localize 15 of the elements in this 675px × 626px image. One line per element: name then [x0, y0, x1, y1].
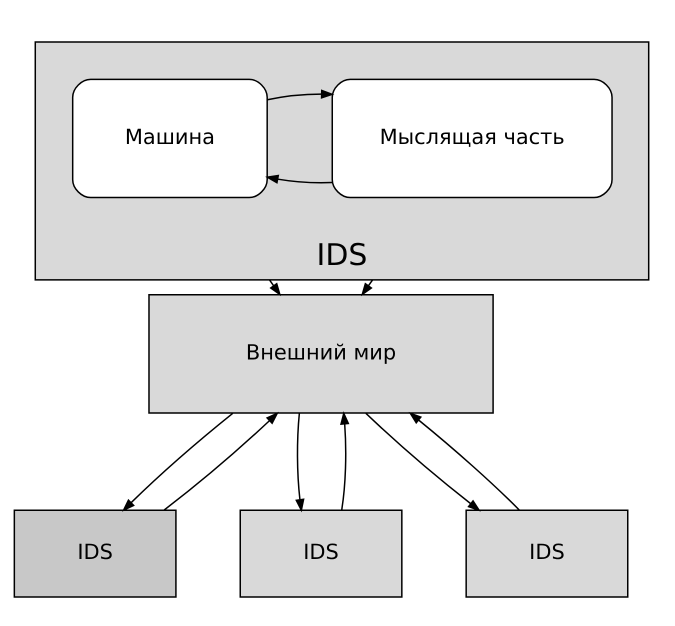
arrow	[295, 412, 305, 512]
arrow	[408, 411, 520, 510]
arrow	[265, 174, 332, 184]
node-box: IDS	[14, 509, 177, 598]
node-box: IDS	[465, 509, 628, 598]
arrow	[267, 88, 334, 100]
arrow	[365, 412, 481, 512]
arrow	[340, 410, 350, 510]
arrow	[268, 278, 282, 296]
arrow	[164, 411, 279, 510]
node-box: Машина	[72, 78, 268, 198]
node-box: Внешний мир	[148, 294, 494, 414]
arrow	[122, 412, 234, 512]
node-box: Мыслящая часть	[332, 78, 613, 198]
node-box: IDS	[240, 509, 403, 598]
